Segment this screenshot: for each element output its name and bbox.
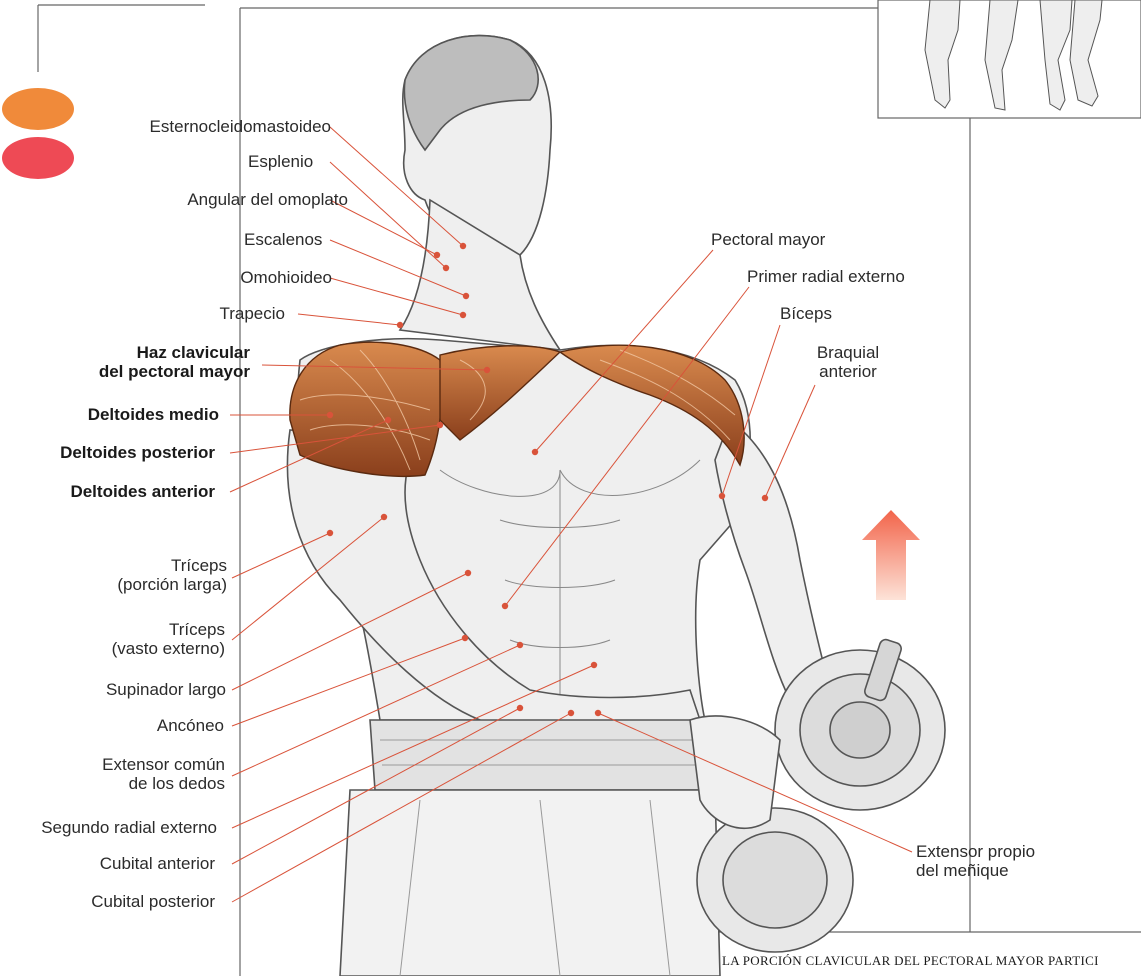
leader-dot-escalenos xyxy=(463,293,469,299)
label-segundo-radial: Segundo radial externo xyxy=(41,818,217,837)
label-extensor-comun: Extensor común de los dedos xyxy=(102,755,225,793)
leader-dot-triceps-externo xyxy=(381,514,387,520)
label-deltoides-posterior: Deltoides posterior xyxy=(60,443,215,462)
label-braquial-1: Braquial xyxy=(808,343,888,362)
label-escalenos: Escalenos xyxy=(244,230,322,249)
label-triceps-externo-1: Tríceps xyxy=(112,620,225,639)
label-trapecio: Trapecio xyxy=(219,304,285,323)
label-haz-clavicular: Haz clavicular del pectoral mayor xyxy=(99,343,250,381)
label-esplenio: Esplenio xyxy=(248,152,313,171)
leader-dot-pectoral-mayor xyxy=(532,449,538,455)
leader-dot-esternocleidomastoideo xyxy=(460,243,466,249)
label-extensor-propio-2: del meñique xyxy=(916,861,1035,880)
label-esternocleidomastoideo: Esternocleidomastoideo xyxy=(150,117,331,136)
leader-dot-deltoides-posterior xyxy=(437,422,443,428)
label-angular-omoplato: Angular del omoplato xyxy=(187,190,348,209)
leader-dot-cubital-posterior xyxy=(568,710,574,716)
label-extensor-propio-1: Extensor propio xyxy=(916,842,1035,861)
label-supinador-largo: Supinador largo xyxy=(106,680,226,699)
label-deltoides-anterior: Deltoides anterior xyxy=(70,482,215,501)
leader-dot-extensor-comun xyxy=(517,642,523,648)
leader-dot-deltoides-medio xyxy=(327,412,333,418)
leader-dot-segundo-radial xyxy=(591,662,597,668)
label-primer-radial: Primer radial externo xyxy=(747,267,905,286)
label-anconeo: Ancóneo xyxy=(157,716,224,735)
label-braquial-2: anterior xyxy=(808,362,888,381)
label-cubital-posterior: Cubital posterior xyxy=(91,892,215,911)
label-triceps-larga-2: (porción larga) xyxy=(117,575,227,594)
label-extensor-propio: Extensor propio del meñique xyxy=(916,842,1035,880)
label-extensor-comun-2: de los dedos xyxy=(102,774,225,793)
label-triceps-larga: Tríceps (porción larga) xyxy=(117,556,227,594)
label-biceps: Bíceps xyxy=(780,304,832,323)
leader-dot-deltoides-anterior xyxy=(385,417,391,423)
label-omohioideo: Omohioideo xyxy=(240,268,332,287)
leader-dot-esplenio xyxy=(443,265,449,271)
leader-dot-cubital-anterior xyxy=(517,705,523,711)
leader-dot-trapecio xyxy=(397,322,403,328)
label-pectoral-mayor: Pectoral mayor xyxy=(711,230,825,249)
orange-legend-dot xyxy=(2,88,74,130)
leader-dot-extensor-propio xyxy=(595,710,601,716)
label-deltoides-medio: Deltoides medio xyxy=(88,405,219,424)
label-triceps-externo: Tríceps (vasto externo) xyxy=(112,620,225,658)
label-triceps-larga-1: Tríceps xyxy=(117,556,227,575)
label-haz-line1: Haz clavicular xyxy=(99,343,250,362)
leader-line-braquial xyxy=(765,385,815,498)
up-arrow xyxy=(862,510,920,600)
leader-dot-triceps-larga xyxy=(327,530,333,536)
label-braquial-anterior: Braquial anterior xyxy=(808,343,888,381)
leader-line-trapecio xyxy=(298,314,400,325)
leader-dot-braquial xyxy=(762,495,768,501)
thumbnail-inset xyxy=(878,0,1141,118)
leader-dot-haz xyxy=(484,367,490,373)
leader-dot-biceps xyxy=(719,493,725,499)
label-cubital-anterior: Cubital anterior xyxy=(100,854,215,873)
label-haz-line2: del pectoral mayor xyxy=(99,362,250,381)
leader-dot-omohioideo xyxy=(460,312,466,318)
leader-dot-anconeo xyxy=(462,635,468,641)
leader-dot-primer-radial xyxy=(502,603,508,609)
red-legend-dot xyxy=(2,137,74,179)
label-triceps-externo-2: (vasto externo) xyxy=(112,639,225,658)
label-extensor-comun-1: Extensor común xyxy=(102,755,225,774)
leader-dot-supinador xyxy=(465,570,471,576)
caption-text: LA PORCIÓN CLAVICULAR DEL PECTORAL MAYOR… xyxy=(722,953,1099,969)
dumbbell xyxy=(690,638,945,952)
leader-dot-angular xyxy=(434,252,440,258)
